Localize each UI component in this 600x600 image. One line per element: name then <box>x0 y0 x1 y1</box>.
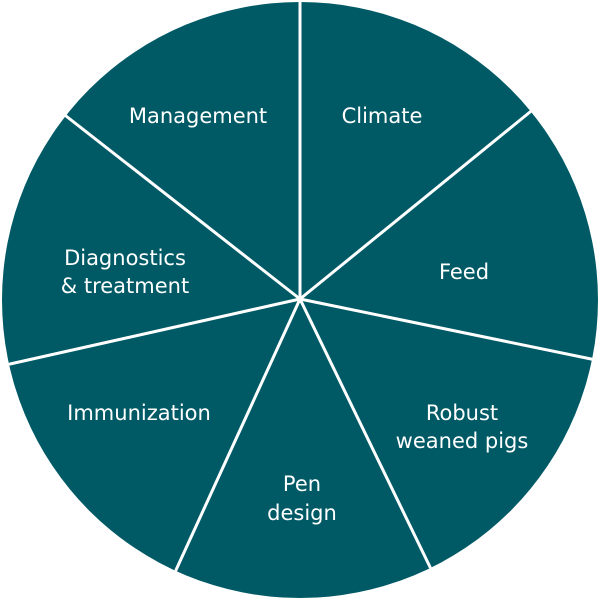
divider-line <box>64 114 302 301</box>
label-line: Feed <box>439 260 489 284</box>
svg-text:Climate: Climate <box>342 104 423 128</box>
segment-label-diagnostics-treatment: Diagnostics & treatment <box>61 246 189 298</box>
svg-text:weaned pigs: weaned pigs <box>396 429 529 453</box>
divider-line <box>298 110 532 301</box>
label-line: Pen <box>283 472 321 496</box>
segment-label-robust-weaned-pigs: Robust weaned pigs <box>396 401 529 453</box>
segment-label-immunization: Immunization <box>67 401 211 425</box>
divider-line <box>8 297 302 366</box>
label-line: Diagnostics <box>64 246 186 270</box>
label-line: Climate <box>342 104 423 128</box>
label-line: design <box>267 501 337 525</box>
divider-line <box>298 297 598 362</box>
segment-dividers <box>8 0 598 572</box>
label-line: Robust <box>426 401 498 425</box>
segment-label-management: Management <box>129 104 267 128</box>
svg-text:design: design <box>267 501 337 525</box>
svg-text:Management: Management <box>129 104 267 128</box>
divider-line <box>298 297 432 569</box>
label-line: Management <box>129 104 267 128</box>
label-line: & treatment <box>61 274 189 298</box>
svg-text:Immunization: Immunization <box>67 401 211 425</box>
svg-text:Diagnostics: Diagnostics <box>64 246 186 270</box>
segment-label-pen-design: Pen design <box>267 472 337 525</box>
segment-label-feed: Feed <box>439 260 489 284</box>
label-line: Immunization <box>67 401 211 425</box>
svg-text:Feed: Feed <box>439 260 489 284</box>
svg-text:Pen: Pen <box>283 472 321 496</box>
segment-label-climate: Climate <box>342 104 423 128</box>
svg-text:& treatment: & treatment <box>61 274 189 298</box>
label-line: weaned pigs <box>396 429 529 453</box>
svg-text:Robust: Robust <box>426 401 498 425</box>
divider-line <box>174 297 302 572</box>
